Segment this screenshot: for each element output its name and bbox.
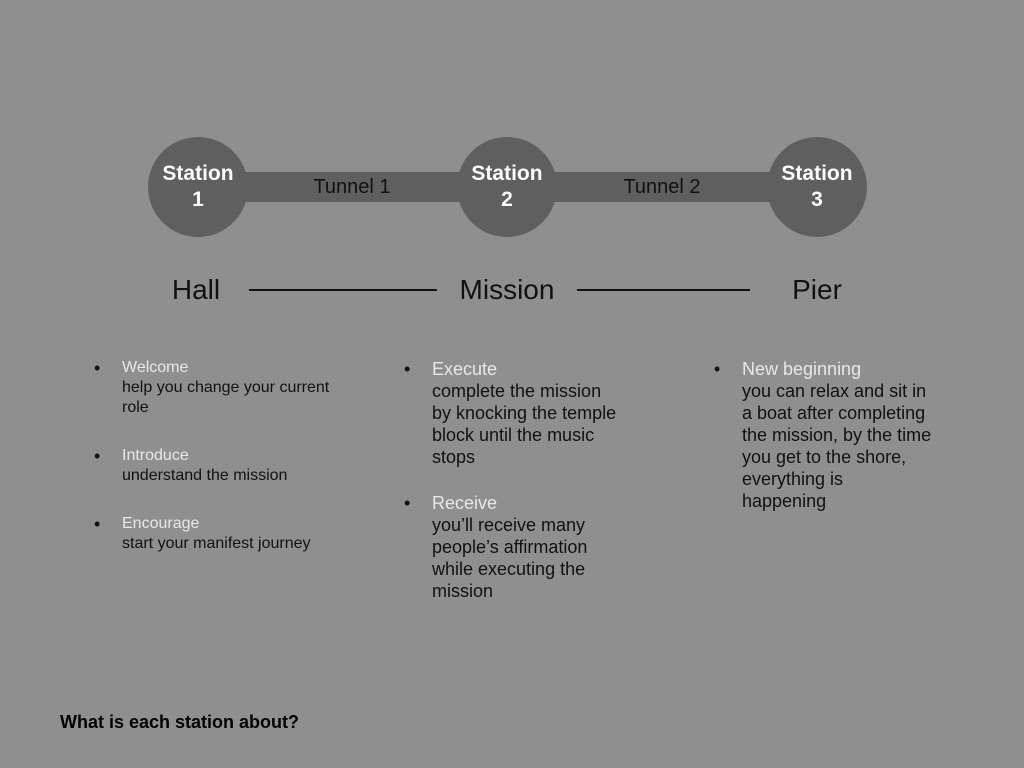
station-2-node: Station 2 [457,137,557,237]
station-2-number: 2 [501,188,513,211]
tunnel-1-label: Tunnel 1 [313,176,391,198]
stage-connector-1 [249,289,437,291]
item-description: complete the mission by knocking the tem… [432,381,617,467]
mission-details-list: Execute complete the mission by knocking… [404,358,624,626]
item-heading: New beginning [742,359,862,379]
list-item: Encourage start your manifest journey [94,514,354,554]
item-heading: Encourage [122,515,200,532]
item-description: you can relax and sit in a boat after co… [742,381,932,511]
station-3-number: 3 [811,188,823,211]
hall-details-list: Welcome help you change your current rol… [94,358,354,582]
stage-hall: Hall [171,274,221,305]
item-description: start your manifest journey [122,535,311,552]
station-3-node: Station 3 [767,137,867,237]
pier-details-list: New beginning you can relax and sit in a… [714,358,932,512]
station-1-label: Station [162,162,234,185]
stage-mission: Mission [459,274,555,305]
station-1-number: 1 [192,188,204,211]
tunnel-2-label: Tunnel 2 [623,176,701,198]
item-description: help you change your current role [122,379,330,416]
station-1-node: Station 1 [148,137,248,237]
stage-connector-2 [577,289,750,291]
list-item: Execute complete the mission by knocking… [404,358,624,468]
item-heading: Execute [432,359,498,379]
stage-pier: Pier [792,274,842,305]
track-segment-2 [508,172,818,202]
station-2-label: Station [471,162,543,185]
list-item: Welcome help you change your current rol… [94,358,354,418]
item-heading: Welcome [122,359,189,376]
item-description: understand the mission [122,467,288,484]
station-3-label: Station [781,162,853,185]
item-description: you’ll receive many people’s affirmation… [432,515,588,601]
footer-question: What is each station about? [60,712,300,732]
list-item: New beginning you can relax and sit in a… [714,358,932,512]
track-segment-1 [198,172,508,202]
list-item: Introduce understand the mission [94,446,354,486]
item-heading: Receive [432,493,498,513]
item-heading: Introduce [122,447,189,464]
list-item: Receive you’ll receive many people’s aff… [404,492,624,602]
